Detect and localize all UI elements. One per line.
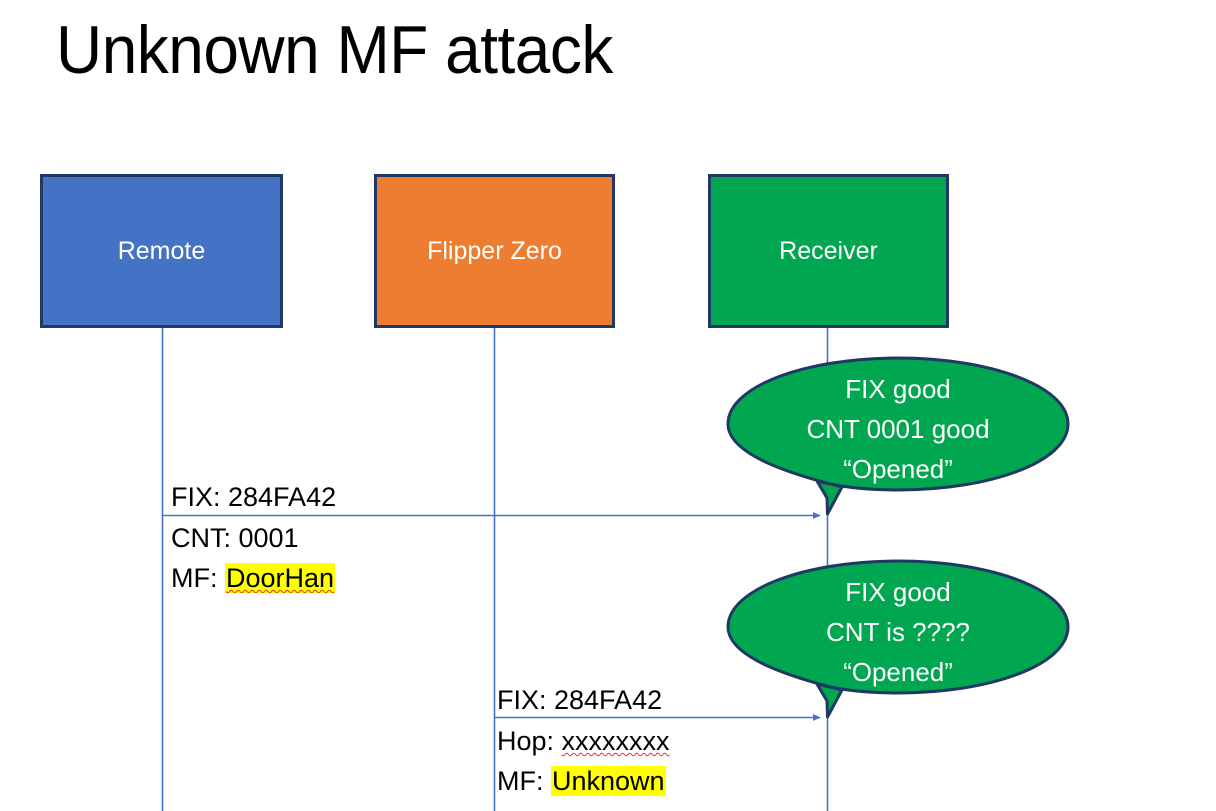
message-1-fix-label: FIX: 284FA42 [171, 482, 337, 512]
actor-box-flipper[interactable]: Flipper Zero [374, 174, 615, 328]
actor-label-flipper: Flipper Zero [427, 237, 562, 265]
callout-bubble-2[interactable]: FIX good CNT is ???? “Opened” [722, 555, 1074, 723]
message-2-mf-line: MF: Unknown [497, 761, 670, 801]
callout-bubble-2-shape [726, 559, 1070, 719]
message-2-hop-prefix: Hop: [497, 726, 562, 756]
message-2-hop-line: Hop: xxxxxxxx [497, 721, 670, 761]
callout-bubble-1[interactable]: FIX good CNT 0001 good “Opened” [722, 352, 1074, 520]
message-2-detail-block: Hop: xxxxxxxx MF: Unknown [497, 721, 670, 801]
actor-box-receiver[interactable]: Receiver [708, 174, 949, 328]
message-1-cnt-label: CNT: 0001 [171, 523, 299, 553]
message-2-hop-value: xxxxxxxx [561, 726, 670, 756]
message-1-mf-line: MF: DoorHan [171, 558, 336, 598]
message-1-detail-block: CNT: 0001 MF: DoorHan [171, 518, 336, 598]
actor-box-remote[interactable]: Remote [40, 174, 283, 328]
message-2-mf-value: Unknown [551, 766, 666, 796]
message-1-mf-value: DoorHan [225, 563, 336, 593]
actor-label-receiver: Receiver [779, 237, 878, 265]
page-title: Unknown MF attack [56, 12, 613, 88]
callout-bubble-1-shape [726, 356, 1070, 516]
actor-label-remote: Remote [117, 237, 206, 265]
message-2-fix-label: FIX: 284FA42 [497, 685, 663, 715]
message-2-mf-prefix: MF: [497, 766, 551, 796]
message-1-mf-prefix: MF: [171, 563, 225, 593]
